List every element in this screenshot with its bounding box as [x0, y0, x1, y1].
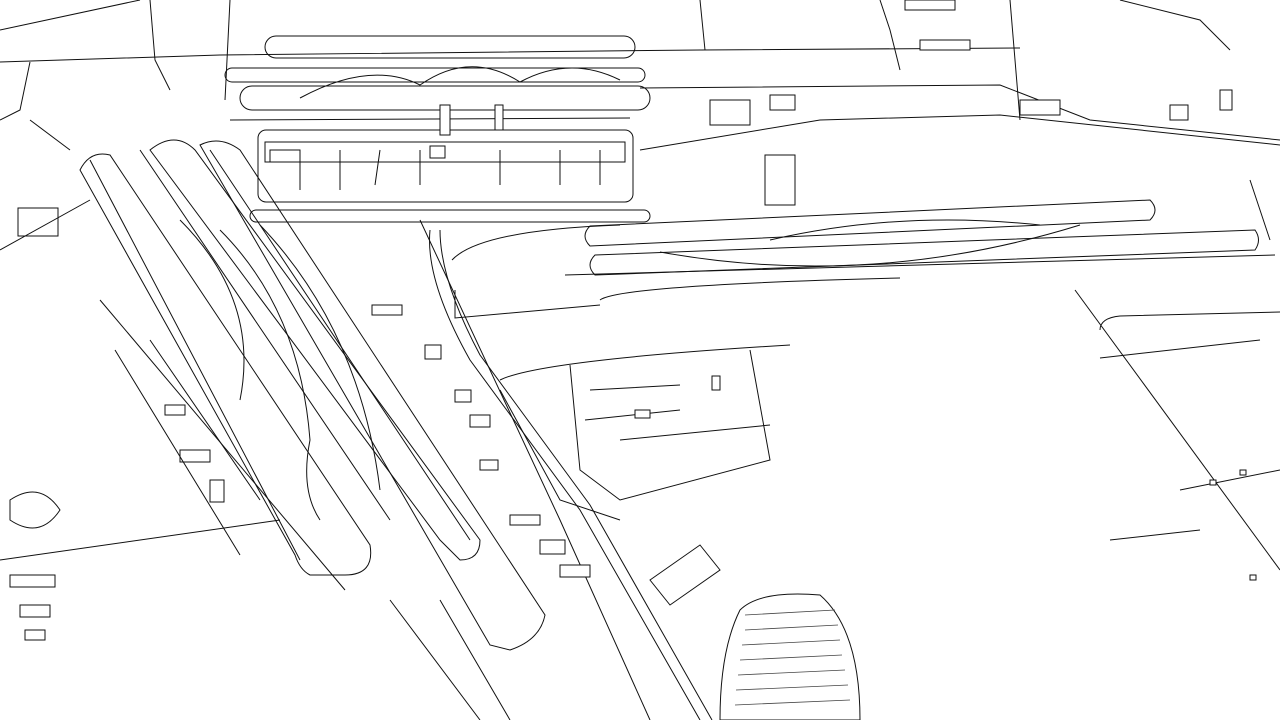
map-line	[589, 229, 1259, 276]
map-line	[599, 277, 901, 301]
map-line	[0, 199, 91, 251]
map-line	[0, 47, 1021, 63]
map-line	[149, 139, 481, 561]
map-line	[299, 149, 601, 190]
map-line	[114, 339, 261, 556]
building-outline	[249, 209, 651, 223]
map-line	[89, 149, 471, 561]
building-outline	[264, 141, 626, 163]
map-line	[499, 344, 791, 381]
map-line	[564, 254, 1276, 276]
map-line	[639, 114, 1280, 151]
building-outline	[479, 459, 499, 471]
runway-north	[224, 35, 651, 121]
map-line	[879, 0, 901, 71]
buildings-west	[0, 199, 281, 641]
map-line	[29, 119, 71, 151]
building-outline	[164, 404, 186, 416]
building-outline	[439, 104, 451, 136]
map-line	[1074, 289, 1280, 571]
map-line	[1249, 179, 1271, 241]
map-line	[584, 199, 1156, 247]
map-line	[649, 544, 721, 606]
building-outline	[179, 449, 211, 463]
building-outline	[711, 375, 721, 391]
solar-farm	[649, 469, 1280, 720]
map-line	[199, 140, 546, 651]
building-outline	[24, 629, 46, 641]
building-outline	[1019, 99, 1061, 116]
map-line	[219, 229, 321, 521]
building-outline	[1239, 469, 1247, 476]
map-line	[1099, 339, 1261, 359]
map-line	[259, 224, 381, 491]
map-line	[429, 229, 701, 720]
map-line	[1009, 0, 1021, 121]
map-line	[584, 384, 771, 441]
terminal-area	[249, 104, 651, 223]
building-outline	[509, 514, 541, 526]
building-outline	[1219, 89, 1233, 111]
map-line	[769, 219, 1041, 241]
map-line	[1099, 311, 1280, 331]
map-line	[389, 599, 511, 720]
building-outline	[17, 207, 59, 237]
map-line	[0, 61, 31, 121]
building-outline	[559, 564, 591, 578]
map-line	[499, 389, 621, 521]
building-outline	[469, 414, 491, 428]
map-line	[299, 66, 621, 99]
map-line	[79, 153, 372, 576]
map-line	[224, 0, 231, 101]
building-outline	[9, 574, 56, 588]
map-line	[179, 219, 245, 401]
building-outline	[454, 389, 472, 403]
building-outline	[769, 94, 796, 111]
map-line	[719, 593, 861, 720]
map-line	[229, 117, 631, 121]
map-line	[1119, 0, 1231, 51]
building-outline	[1209, 479, 1217, 486]
map-line	[419, 219, 651, 720]
building-outline	[764, 154, 796, 206]
buildings-northeast	[709, 0, 1233, 206]
building-outline	[209, 479, 225, 503]
map-line	[699, 0, 706, 51]
map-line	[734, 609, 851, 706]
building-outline	[371, 304, 403, 316]
building-outline	[1249, 574, 1257, 581]
map-line	[0, 0, 141, 31]
building-outline	[494, 104, 504, 131]
central-district	[499, 344, 791, 521]
building-outline	[904, 0, 956, 11]
building-outline	[429, 145, 446, 159]
building-outline	[709, 99, 751, 126]
map-line	[9, 491, 61, 529]
map-line	[454, 290, 601, 319]
map-line	[1109, 469, 1280, 541]
building-outline	[634, 409, 651, 419]
buildings-apron	[371, 304, 591, 720]
map-line	[439, 229, 713, 720]
building-outline	[257, 129, 634, 203]
runway-east	[564, 179, 1280, 571]
highway	[419, 219, 713, 720]
building-outline	[224, 67, 646, 83]
building-outline	[19, 604, 51, 618]
building-outline	[269, 149, 301, 163]
building-outline	[424, 344, 442, 360]
building-outline	[919, 39, 971, 51]
runway-west	[29, 119, 546, 651]
map-line	[451, 224, 621, 261]
map-line	[149, 0, 171, 91]
map-line	[659, 224, 1081, 267]
building-outline	[1169, 104, 1189, 121]
roads-north	[0, 0, 1280, 151]
map-line	[569, 349, 771, 501]
building-outline	[539, 539, 566, 555]
building-outline	[264, 35, 636, 59]
map-line	[0, 519, 281, 561]
